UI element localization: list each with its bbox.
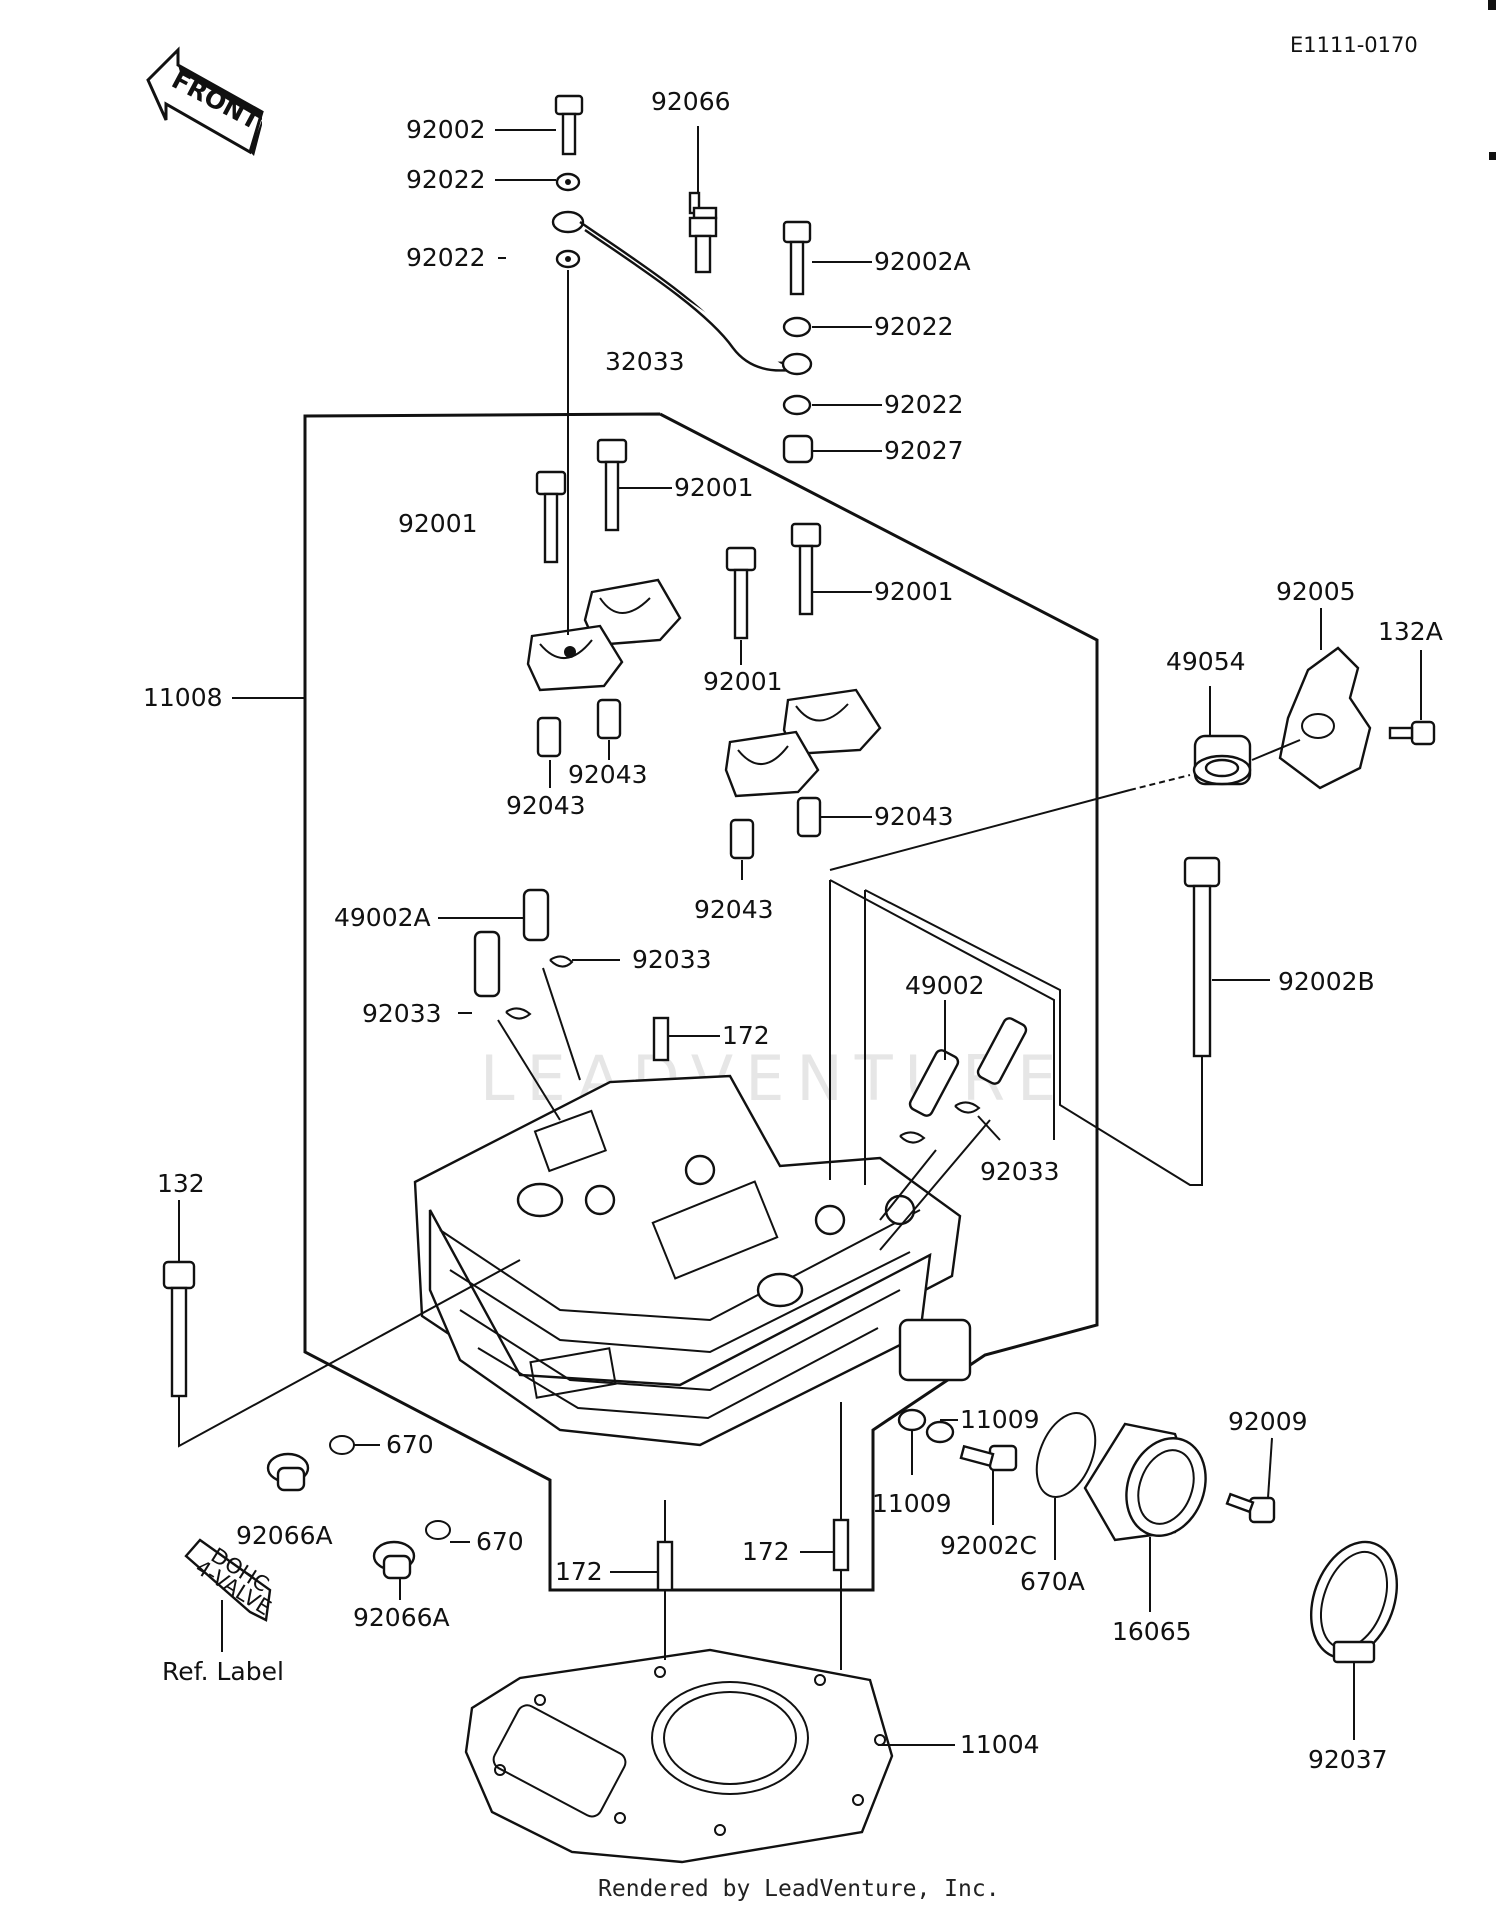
callout-670A: 670A [1020,1567,1085,1596]
cylinder-head [413,1074,972,1447]
intake-holder [1083,1422,1207,1542]
callout-172: 172 [722,1021,770,1050]
front-label: FRONT [167,65,265,135]
callout-49054: 49054 [1166,647,1246,676]
oil-pipe-assembly [551,94,813,376]
callout-92066A: 92066A [353,1603,450,1632]
callout-11009: 11009 [872,1489,952,1518]
callout-49002: 49002 [905,971,985,1000]
bolt-92002A [782,220,812,296]
callout-11009: 11009 [960,1405,1040,1434]
callout-92043: 92043 [694,895,774,924]
oil-pressure-switch [688,191,718,274]
callout-92043: 92043 [568,760,648,789]
callout-92005: 92005 [1276,577,1356,606]
bolt-92002B [1183,856,1221,1058]
callout-92022: 92022 [884,390,964,419]
oil-plug-upper [266,1452,310,1492]
callout-670: 670 [386,1430,434,1459]
callout-92066: 92066 [651,87,731,116]
spacer [782,434,814,464]
front-arrow-icon: FRONT [146,46,265,156]
callout-92037: 92037 [1308,1745,1388,1774]
diagram-id: E1111-0170 [1290,33,1418,57]
callout-92043: 92043 [506,791,586,820]
thermostat [1192,734,1252,786]
o-ring-670A [1035,1412,1097,1498]
oil-plug-lower [372,1540,416,1580]
callout-92009: 92009 [1228,1407,1308,1436]
stud [656,1540,674,1592]
callout-92022: 92022 [406,165,486,194]
thermostat-housing [1278,646,1372,790]
camshaft-cap-bolts [535,438,822,640]
callout-92033: 92033 [632,945,712,974]
callout-92066A: 92066A [236,1521,333,1550]
stud [832,1518,850,1572]
callout-11008: 11008 [143,683,223,712]
leader-lines [178,126,1422,1746]
circlips [505,955,981,1144]
valve-guides [473,888,1028,1117]
camshaft-caps [526,578,882,798]
bolt-92009 [1225,1492,1276,1524]
edge-mark [1488,0,1496,10]
bolt-132 [162,1260,196,1398]
callout-92022: 92022 [874,312,954,341]
dowel-pins [536,698,822,860]
frame-bracket [303,412,1099,1592]
ref-label-plate: DOHC 4-VALVE [184,1538,275,1622]
callout-670: 670 [476,1527,524,1556]
head-gasket [464,1648,894,1864]
washer-11009 [897,1408,927,1432]
callout-92022: 92022 [406,243,486,272]
bolt-132A [1388,720,1436,746]
edge-mark [1489,152,1496,160]
callout-32033: 32033 [605,347,685,376]
callout-92001: 92001 [398,509,478,538]
callout-132: 132 [157,1169,205,1198]
callout-92033: 92033 [980,1157,1060,1186]
callout-49002A: 49002A [334,903,431,932]
callout-92001: 92001 [674,473,754,502]
callout-92027: 92027 [884,436,964,465]
callout-16065: 16065 [1112,1617,1192,1646]
callout-92043: 92043 [874,802,954,831]
callout-92033: 92033 [362,999,442,1028]
callout-92001: 92001 [874,577,954,606]
washer [782,316,812,338]
callout-132A: 132A [1378,617,1443,646]
clamp-92037 [1309,1540,1399,1664]
washer [782,394,812,416]
callout-92002C: 92002C [940,1531,1037,1560]
callout-92001: 92001 [703,667,783,696]
stud [652,1016,670,1062]
callout-172: 172 [742,1537,790,1566]
callout-172: 172 [555,1557,603,1586]
callout-11004: 11004 [960,1730,1040,1759]
callout-labels: 92002 92022 92066 92022 92002A 92022 320… [143,87,1443,1774]
callout-92002B: 92002B [1278,967,1375,996]
ref-label-caption: Ref. Label [162,1657,284,1686]
o-ring [425,1520,451,1540]
leader [1129,774,1191,791]
leader [1251,739,1301,761]
callout-92002: 92002 [406,115,486,144]
bolt-92002C [959,1444,1018,1472]
washer-11009 [925,1420,955,1444]
footer-credit: Rendered by LeadVenture, Inc. [598,1876,1000,1902]
callout-92002A: 92002A [874,247,971,276]
o-ring [329,1435,355,1455]
